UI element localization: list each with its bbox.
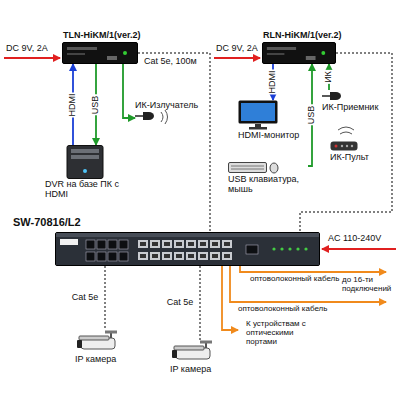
node-label: HDMI-монитор: [238, 130, 299, 140]
edge-label: Cat 5e: [71, 293, 100, 303]
ir-receiver-icon: [322, 90, 344, 102]
fiber-line: [222, 266, 238, 330]
extender-art: [263, 43, 335, 63]
edge-label: HDMI: [68, 92, 78, 117]
note-label: оптоволоконный кабель: [236, 305, 329, 314]
extender-box: TLN-HiKM/1(ver.2): [62, 42, 138, 64]
note-label: Cat 5e, 100м: [142, 57, 199, 67]
device-icon: IP камера: [75, 330, 119, 364]
network-switch: SW-70816/L2: [55, 232, 320, 266]
note-label: до 16-ти подключений: [340, 276, 400, 294]
power-arrow: [4, 57, 60, 59]
note-label: DC 9V, 2A: [4, 44, 50, 54]
node-label: IP камера: [75, 354, 116, 364]
device-model: SW-70816/L2: [13, 216, 81, 229]
power-arrow: [214, 57, 260, 59]
node-label: DVR на базе ПК с HDMI: [45, 179, 130, 200]
device-icon: HDMI-монитор: [238, 100, 299, 140]
switch-art: [56, 233, 319, 265]
power-arrow: [322, 248, 396, 250]
extender-box: RLN-HiKM/1(ver.2): [262, 42, 336, 64]
cat5e-cable: [138, 53, 210, 232]
ir-waves: [161, 110, 168, 124]
node-label: ИК-Излучатель: [135, 100, 198, 110]
edge-label: USB: [91, 94, 101, 115]
note-label: оптоволоконный кабель: [248, 275, 341, 284]
device-model: TLN-HiKM/1(ver.2): [63, 30, 141, 40]
note-label: DC 9V, 2A: [214, 44, 260, 54]
edge-label: HDMI: [268, 70, 278, 95]
node-label: ИК-Приемник: [322, 102, 378, 112]
node-label: IP камера: [170, 364, 211, 374]
camera-icon: [75, 330, 119, 354]
note-label: AC 110-240V: [326, 234, 383, 244]
device-model: RLN-HiKM/1(ver.2): [263, 30, 342, 40]
device-icon: IP камера: [170, 340, 214, 374]
pc-tower-icon: [45, 145, 115, 179]
ir-waves: [338, 127, 354, 134]
cat5e-cable: [199, 266, 201, 340]
note-label: К устройствам с оптическими портами: [244, 320, 328, 346]
device-icon: DVR на базе ПК с HDMI: [45, 145, 130, 200]
camera-icon: [170, 340, 214, 364]
edge-label: ИК: [324, 70, 334, 84]
edge-label: Cat 5e: [166, 298, 195, 308]
signal-arrow: [123, 64, 135, 118]
edge-label: USB: [307, 105, 317, 126]
extender-art: [63, 43, 137, 63]
device-icon: USB клавиатура, мышь: [228, 160, 308, 195]
ir-emitter-icon: [135, 110, 157, 122]
cat5e-cable: [104, 266, 106, 330]
cat5e-cable: [300, 53, 392, 232]
device-icon: ИК-Приемник: [322, 90, 378, 112]
node-label: USB клавиатура, мышь: [228, 174, 308, 195]
monitor-icon: [238, 100, 278, 130]
fiber-line: [240, 266, 386, 272]
remote-icon: [330, 140, 358, 152]
keyboard-mouse-icon: [228, 160, 280, 174]
node-label: ИК-Пульт: [330, 152, 369, 162]
device-icon: ИК-Излучатель: [135, 100, 198, 122]
device-icon: ИК-Пульт: [330, 140, 369, 162]
